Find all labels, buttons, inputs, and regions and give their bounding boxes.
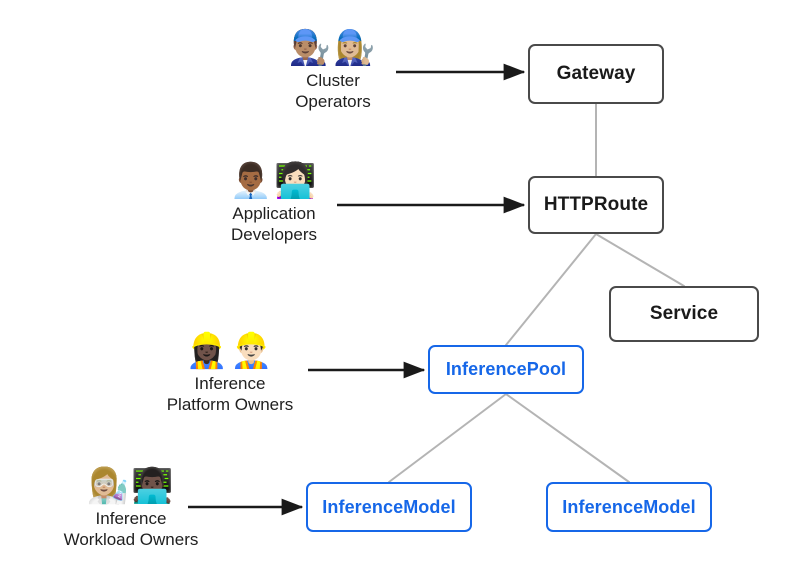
node-label: Service [649,303,719,324]
persona-application-developers: 👨🏾‍💼👩🏻‍💻Application Developers [214,161,334,245]
persona-avatar-icon: 👷🏿‍♀️👷🏻‍♂️ [185,331,275,371]
persona-inference-platform-owners: 👷🏿‍♀️👷🏻‍♂️Inference Platform Owners [152,331,308,415]
connector-httproute-inferencepool [505,233,597,346]
persona-inference-workload-owners: 👩🏼‍🔬👨🏿‍💻Inference Workload Owners [48,466,214,550]
persona-avatar-icon: 👨🏾‍💼👩🏻‍💻 [229,161,319,201]
node-label: InferencePool [445,359,567,379]
persona-label: Cluster Operators [295,71,371,111]
persona-cluster-operators: 👨🏽‍🔧👩🏼‍🔧Cluster Operators [283,28,383,112]
persona-avatar-icon: 👩🏼‍🔬👨🏿‍💻 [86,466,176,506]
node-label: Gateway [556,63,636,84]
persona-arrows [188,63,526,516]
node-service: Service [609,286,759,342]
persona-label: Inference Platform Owners [166,374,294,414]
node-label: InferenceModel [322,496,456,517]
persona-label: Inference Workload Owners [63,509,199,549]
connector-httproute-service [595,233,685,287]
connector-inferencepool-inferencemodel1 [388,393,507,483]
node-inferencepool: InferencePool [428,345,584,394]
node-httproute: HTTPRoute [528,176,664,234]
connector-inferencepool-inferencemodel2 [505,393,630,483]
node-gateway: Gateway [528,44,664,104]
node-label: HTTPRoute [543,194,649,215]
node-label: InferenceModel [562,496,696,517]
persona-label: Application Developers [231,204,317,244]
node-inferencemodel2: InferenceModel [546,482,712,532]
persona-avatar-icon: 👨🏽‍🔧👩🏼‍🔧 [288,28,378,68]
node-inferencemodel1: InferenceModel [306,482,472,532]
